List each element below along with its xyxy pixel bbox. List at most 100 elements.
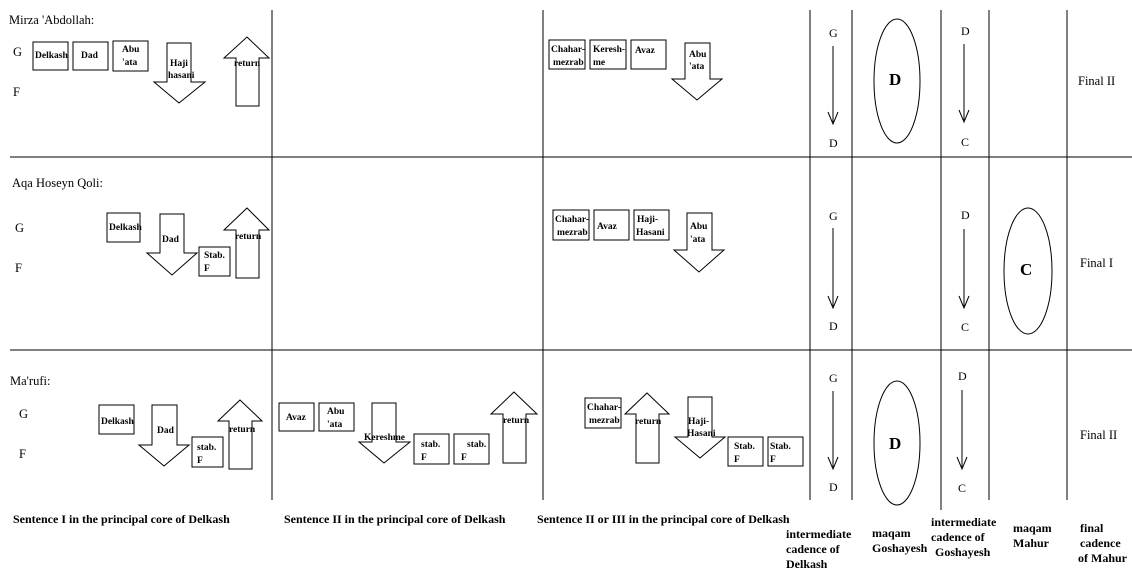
cadence-delkash-arrow: G D [827,371,839,494]
svg-text:Avaz: Avaz [635,46,656,56]
svg-text:stab.: stab. [467,440,486,450]
svg-text:C: C [1020,260,1032,279]
arrow-down-abu-ata: Abu 'ata [672,212,726,273]
svg-text:intermediate: intermediate [786,527,852,541]
arrow-down-dad: Dad [145,213,199,276]
svg-text:mezrab: mezrab [553,58,584,68]
svg-text:Chahar-: Chahar- [551,45,585,55]
svg-text:mezrab: mezrab [557,228,588,238]
box-chahar-mezrab: Chahar- mezrab [548,39,586,70]
arrow-up-return: return [222,36,271,107]
svg-text:Goshayesh: Goshayesh [872,541,928,555]
arrow-up-return: return [222,207,271,279]
svg-text:cadence of: cadence of [931,530,986,544]
caption-final-cadence-mahur: final cadence of Mahur [1078,521,1128,565]
svg-text:F: F [734,455,740,465]
svg-text:Delkash: Delkash [101,417,134,427]
svg-text:D: D [829,319,838,333]
box-avaz: Avaz [593,209,630,241]
svg-text:F: F [461,453,467,463]
box-dad: Dad [72,41,109,71]
box-delkash: Delkash [98,404,135,435]
box-chahar-mezrab: Chahar- mezrab [552,209,590,241]
svg-text:G: G [829,209,838,223]
caption-sentence-2-or-3: Sentence II or III in the principal core… [537,512,790,526]
arrow-down-haji-hasani: Haji hasani [152,42,207,104]
svg-text:Abu: Abu [690,222,708,232]
svg-text:stab.: stab. [421,440,440,450]
box-delkash: Delkash [32,41,69,71]
svg-text:return: return [235,232,262,242]
performer-name: Mirza 'Abdollah: [9,13,94,27]
svg-text:D: D [889,70,901,89]
row-aqa-hoseyn-qoli: Aqa Hoseyn Qoli: G F Delkash Dad Stab. F… [12,176,1113,335]
svg-text:stab.: stab. [197,443,216,453]
svg-text:F: F [197,456,203,466]
svg-text:me: me [593,58,605,68]
pitch-g-label: G [13,45,22,59]
caption-maqam-mahur: maqam Mahur [1013,521,1052,550]
svg-text:return: return [229,425,256,435]
svg-text:F: F [770,455,776,465]
svg-text:return: return [503,416,530,426]
row-mirza-abdollah: Mirza 'Abdollah: G F Delkash Dad Abu 'at… [9,13,1115,150]
svg-text:'ata: 'ata [689,62,705,72]
box-stab-f: Stab. F [198,246,231,277]
svg-text:C: C [961,135,969,149]
caption-sentence-2: Sentence II in the principal core of Del… [284,512,506,526]
pitch-f-label: F [13,85,20,99]
goshayesh-ellipse: D [873,380,921,506]
svg-text:F: F [421,453,427,463]
svg-text:D: D [829,136,838,150]
final-label: Final II [1080,428,1117,442]
svg-text:Chahar-: Chahar- [555,215,589,225]
svg-text:Delkash: Delkash [109,223,142,233]
performer-name: Aqa Hoseyn Qoli: [12,176,103,190]
svg-text:D: D [829,480,838,494]
performer-name: Ma'rufi: [10,374,50,388]
svg-text:'ata: 'ata [327,420,343,430]
box-stab-f: stab. F [413,433,450,465]
box-avaz: Avaz [278,402,315,432]
caption-sentence-1: Sentence I in the principal core of Delk… [13,512,230,526]
box-haji-hasani: Haji- Hasani [633,209,670,241]
final-label: Final I [1080,256,1113,270]
svg-text:Avaz: Avaz [286,413,307,423]
svg-text:Haji-: Haji- [637,215,658,225]
arrow-up-return: return [489,391,539,464]
box-delkash: Delkash [106,212,142,243]
box-stab-f: stab. F [453,433,490,465]
svg-text:cadence: cadence [1080,536,1121,550]
svg-text:Abu: Abu [689,50,707,60]
pitch-f-label: F [19,447,26,461]
svg-text:return: return [635,417,662,427]
svg-text:Kereshme: Kereshme [364,433,405,443]
svg-text:Abu: Abu [122,45,140,55]
svg-text:Stab.: Stab. [204,251,225,261]
arrow-down-abu-ata: Abu 'ata [670,42,724,101]
svg-text:D: D [889,434,901,453]
cadence-goshayesh-arrow: D C [956,369,968,495]
svg-text:F: F [204,264,210,274]
svg-text:Delkash: Delkash [35,51,68,61]
svg-text:Goshayesh: Goshayesh [935,545,991,559]
svg-text:hasani: hasani [168,71,195,81]
box-stab-f: stab. F [191,436,224,468]
svg-text:cadence of: cadence of [786,542,841,556]
svg-text:mezrab: mezrab [589,416,620,426]
goshayesh-ellipse: D [873,18,921,144]
caption-maqam-goshayesh: maqam Goshayesh [872,526,928,555]
svg-text:D: D [958,369,967,383]
svg-text:Chahar-: Chahar- [587,403,621,413]
svg-text:D: D [961,208,970,222]
svg-text:maqam: maqam [872,526,911,540]
row-marufi: Ma'rufi: G F Delkash Dad stab. F return … [10,369,1117,506]
final-label: Final II [1078,74,1115,88]
svg-text:Haji: Haji [170,59,188,69]
arrow-down-dad: Dad [137,404,191,467]
grid-lines [10,10,1132,510]
box-kereshme: Keresh- me [589,39,627,70]
svg-text:Stab.: Stab. [734,442,755,452]
svg-text:intermediate: intermediate [931,515,997,529]
